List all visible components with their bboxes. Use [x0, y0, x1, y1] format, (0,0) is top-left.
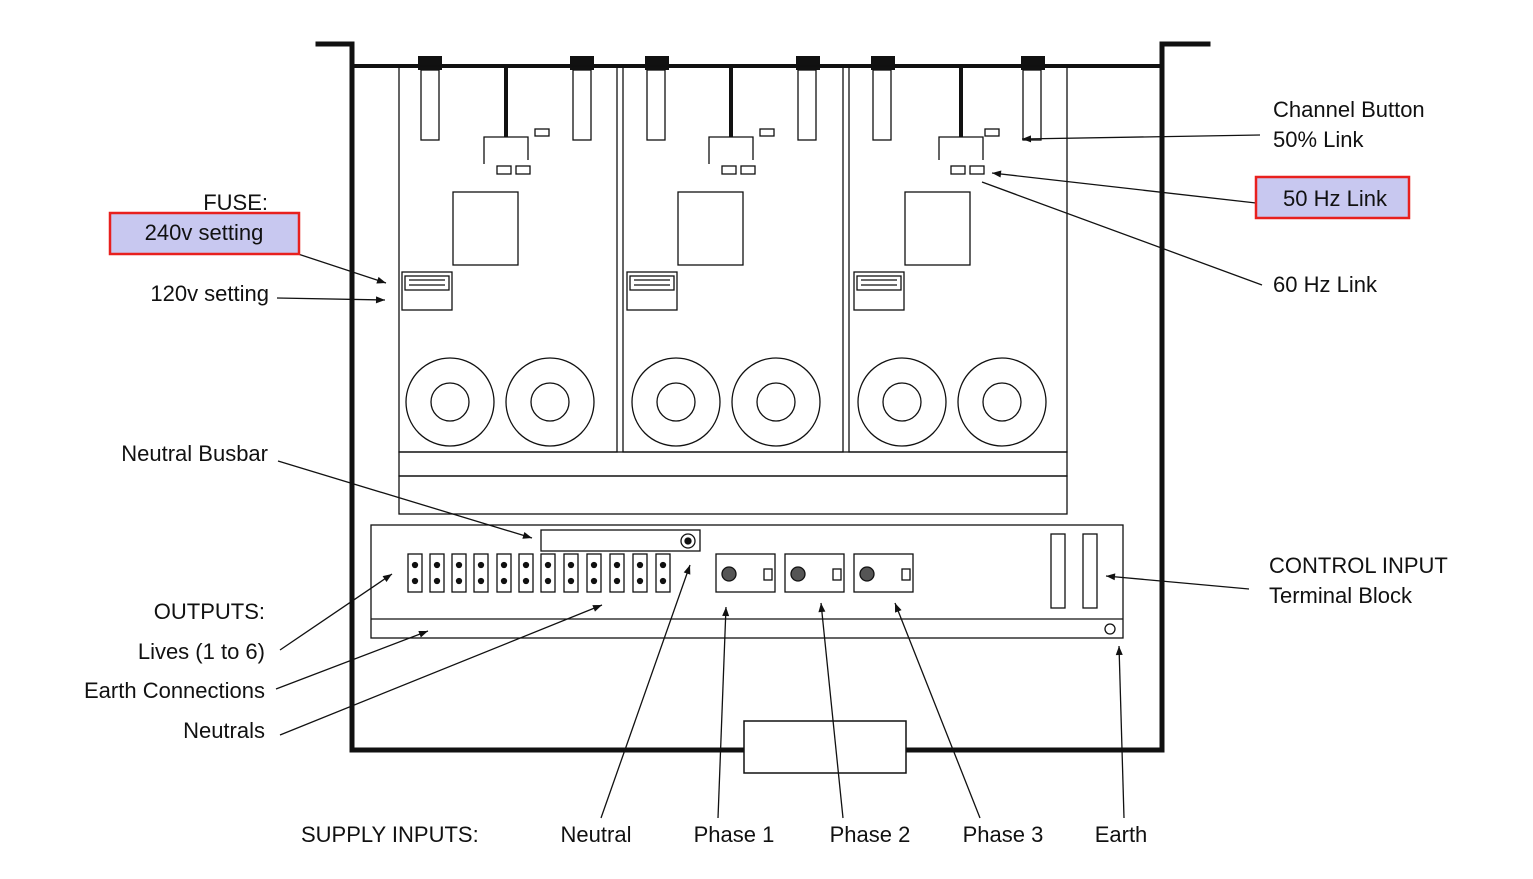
- label-supply-phase2: Phase 2: [830, 822, 911, 847]
- dimmer-module-1: [398, 65, 618, 453]
- label-neutral-busbar: Neutral Busbar: [121, 441, 268, 466]
- label-50hz-link: 50 Hz Link: [1283, 186, 1388, 211]
- supply-terminal-phase1: [715, 553, 776, 593]
- label-channel-button-link: 50% Link: [1273, 127, 1365, 152]
- control-input-terminal-block-part: [1050, 533, 1098, 609]
- output-terminal: [632, 553, 648, 593]
- arrowhead: [522, 532, 532, 539]
- arrowhead: [375, 296, 385, 304]
- label-control-input: CONTROL INPUT: [1269, 553, 1448, 578]
- output-terminal: [496, 553, 512, 593]
- output-terminal: [609, 553, 625, 593]
- dimmer-module-3: [848, 65, 1068, 453]
- label-60hz-link: 60 Hz Link: [1273, 272, 1378, 297]
- output-terminal: [540, 553, 556, 593]
- arrowhead: [895, 603, 902, 613]
- arrowhead: [1115, 646, 1123, 656]
- arrowhead: [1022, 135, 1032, 143]
- label-control-input-terminal: Terminal Block: [1269, 583, 1413, 608]
- label-fuse-120v: 120v setting: [150, 281, 269, 306]
- arrowhead: [722, 607, 730, 617]
- arrowhead: [418, 630, 428, 638]
- supply-terminal-phase2: [784, 553, 845, 593]
- label-channel-button: Channel Button: [1273, 97, 1425, 122]
- arrowhead: [592, 605, 602, 612]
- label-supply-neutral: Neutral: [561, 822, 632, 847]
- output-terminals: [407, 553, 671, 593]
- output-terminal: [451, 553, 467, 593]
- module-base-plates: [398, 451, 1068, 515]
- arrowhead: [992, 170, 1002, 178]
- label-supply-phase1: Phase 1: [694, 822, 775, 847]
- arrowhead: [1106, 573, 1116, 581]
- output-terminal: [407, 553, 423, 593]
- output-terminal: [518, 553, 534, 593]
- arrowheads: [375, 135, 1123, 656]
- supply-terminal-phase3: [853, 553, 914, 593]
- output-terminal: [563, 553, 579, 593]
- label-supply-earth: Earth: [1095, 822, 1148, 847]
- label-fuse-240v: 240v setting: [145, 220, 264, 245]
- label-outputs-lives: Lives (1 to 6): [138, 639, 265, 664]
- label-outputs-neutrals: Neutrals: [183, 718, 265, 743]
- label-outputs-earth: Earth Connections: [84, 678, 265, 703]
- highlight-box-240v: [108, 211, 301, 256]
- dimmer-module-2: [622, 65, 844, 453]
- label-fuse-heading: FUSE:: [203, 190, 268, 215]
- label-supply-phase3: Phase 3: [963, 822, 1044, 847]
- output-terminal: [473, 553, 489, 593]
- arrowhead: [683, 565, 691, 575]
- chassis: [315, 41, 1211, 774]
- highlight-box-50hz: [1254, 175, 1411, 220]
- arrowhead: [376, 276, 386, 284]
- arrowhead: [382, 574, 392, 582]
- leader-lines: [275, 134, 1263, 819]
- label-supply-inputs: SUPPLY INPUTS:: [301, 822, 479, 847]
- arrowhead: [818, 603, 826, 613]
- label-outputs-heading: OUTPUTS:: [154, 599, 265, 624]
- neutral-busbar-part: [540, 529, 701, 552]
- terminal-board: [370, 524, 1124, 639]
- output-terminal: [429, 553, 445, 593]
- output-terminal: [655, 553, 671, 593]
- output-terminal: [586, 553, 602, 593]
